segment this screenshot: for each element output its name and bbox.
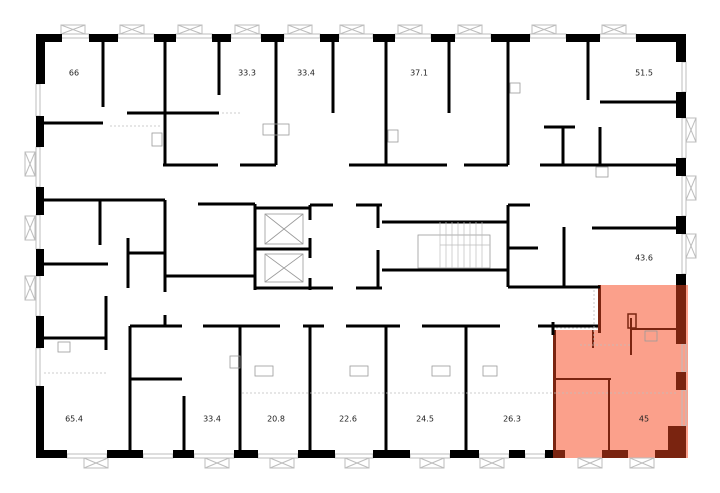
area-label-20-8: 20.8 (267, 414, 285, 424)
apartment-26-3[interactable] (468, 328, 552, 450)
fixtures (57, 82, 658, 377)
area-label-22-6: 22.6 (339, 414, 357, 424)
apartment-65-4[interactable] (44, 200, 130, 450)
apartment-45-selected[interactable] (556, 287, 676, 450)
highlighted-walls (553, 285, 686, 458)
apartment-33-3[interactable] (167, 42, 275, 162)
apartment-37-1[interactable] (388, 42, 507, 162)
area-label-33-4-top: 33.4 (297, 68, 315, 78)
area-label-26-3: 26.3 (503, 414, 521, 424)
bottom-windows (66, 453, 655, 469)
area-label-51-5: 51.5 (635, 68, 653, 78)
apartment-24-5[interactable] (388, 328, 465, 450)
apartment-22-6[interactable] (312, 328, 385, 450)
area-label-33-4-bottom: 33.4 (203, 414, 221, 424)
zone-dashes (44, 112, 676, 394)
area-label-66: 66 (68, 68, 80, 78)
apartment-20-8[interactable] (242, 328, 309, 450)
stairs (439, 222, 490, 268)
apartment-43-6[interactable] (510, 167, 676, 285)
apartment-66[interactable] (44, 42, 164, 122)
area-label-43-6: 43.6 (635, 253, 653, 263)
area-label-45: 45 (638, 414, 650, 424)
area-label-33-3: 33.3 (238, 68, 256, 78)
apartment-33-4-top[interactable] (278, 42, 385, 162)
area-label-37-1: 37.1 (410, 68, 428, 78)
area-label-24-5: 24.5 (416, 414, 434, 424)
area-label-65-4: 65.4 (65, 414, 83, 424)
apartment-33-4-bottom[interactable] (132, 328, 239, 450)
interior-walls (42, 40, 676, 458)
apartment-51-5[interactable] (510, 42, 676, 164)
top-windows (60, 24, 637, 39)
